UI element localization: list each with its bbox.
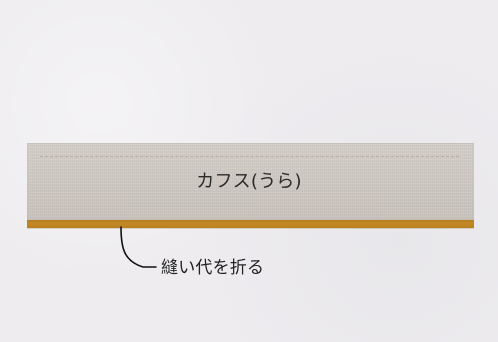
fold-seam-allowance-label: 縫い代を折る: [161, 258, 265, 278]
cuff-label: カフス(うら): [196, 171, 302, 192]
cuff-fabric-strip: [27, 143, 474, 220]
folded-seam-allowance-band: [27, 220, 474, 228]
stitch-guide-line: [40, 156, 459, 157]
